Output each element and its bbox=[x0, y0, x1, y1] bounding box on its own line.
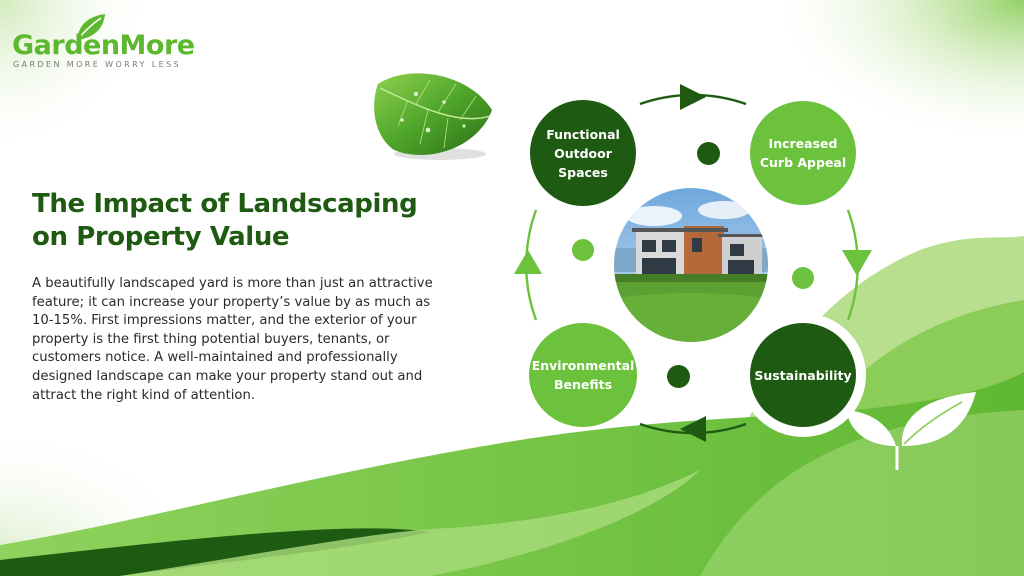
connector-dot bbox=[667, 365, 690, 388]
brand-tagline: GARDEN MORE WORRY LESS bbox=[13, 60, 182, 69]
cycle-node-curb-appeal: Increased Curb Appeal bbox=[750, 101, 856, 205]
cycle-node-label: Increased Curb Appeal bbox=[759, 136, 847, 170]
connector-dot bbox=[792, 267, 814, 289]
cycle-node-environmental: Environmental Benefits bbox=[529, 323, 637, 427]
cycle-node-label: Sustainability bbox=[754, 367, 852, 383]
leaf-icon bbox=[374, 73, 492, 160]
body-paragraph: A beautifully landscaped yard is more th… bbox=[32, 276, 433, 403]
cycle-node-label: Functional Outdoor Spaces bbox=[546, 126, 620, 180]
cycle-node-label: Environmental Benefits bbox=[531, 358, 635, 392]
connector-dot bbox=[572, 239, 594, 261]
connector-dot bbox=[697, 142, 720, 165]
brand-logo: GardenMore GARDEN MORE WORRY LESS bbox=[12, 12, 195, 72]
page-title: The Impact of Landscaping on Property Va… bbox=[32, 189, 418, 252]
cycle-node-functional: Functional Outdoor Spaces bbox=[530, 100, 636, 206]
brand-name: GardenMore bbox=[12, 30, 195, 61]
leaf-icon bbox=[76, 14, 105, 41]
cycle-node-sustainability: Sustainability bbox=[750, 323, 856, 427]
